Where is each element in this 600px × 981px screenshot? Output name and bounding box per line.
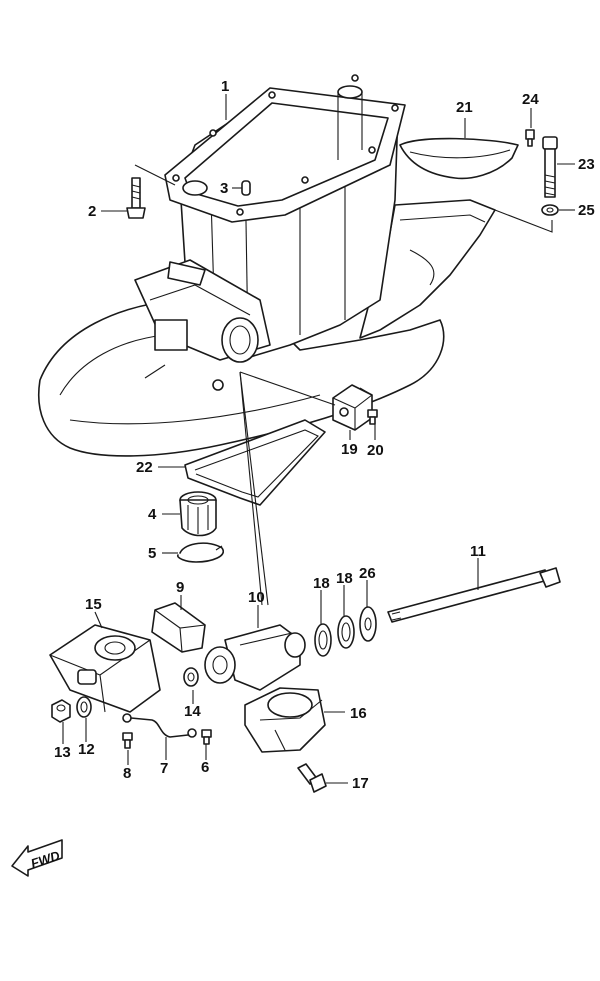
callout-11: 11	[470, 543, 486, 560]
callout-18-right: 18	[336, 570, 353, 587]
part-15-lower-bracket	[49, 624, 161, 713]
callout-17: 17	[352, 775, 369, 792]
part-4-rubber-mount	[179, 491, 217, 537]
fwd-arrow-icon: FWD	[11, 839, 63, 877]
part-9-rubber-pad	[151, 602, 206, 653]
part-16-rear-bracket	[244, 687, 326, 753]
callout-22: 22	[136, 459, 153, 476]
callout-8: 8	[123, 765, 131, 782]
callout-21: 21	[456, 99, 473, 116]
callout-3: 3	[220, 180, 228, 197]
part-18-washer-a	[314, 623, 332, 657]
callout-16: 16	[350, 705, 367, 722]
part-25-washer	[541, 204, 559, 216]
callout-25: 25	[578, 202, 595, 219]
part-14-washer	[183, 667, 199, 687]
part-13-nut	[51, 699, 71, 723]
callout-23: 23	[578, 156, 595, 173]
part-3-dowel-pin	[241, 180, 251, 196]
callout-numbers: 1 2 3 4 5 6 7 8 9 10 11 12 13 14 15 16 1…	[54, 78, 595, 792]
callout-7: 7	[160, 760, 168, 777]
part-12-washer	[76, 696, 92, 718]
part-23-bolt	[542, 136, 558, 198]
driveshaft-housing	[38, 74, 496, 457]
callout-leaders	[62, 94, 575, 784]
callout-6: 6	[201, 759, 209, 776]
callout-5: 5	[148, 545, 156, 562]
callout-18-left: 18	[313, 575, 330, 592]
callout-15: 15	[85, 596, 102, 613]
part-2-bolt	[126, 177, 146, 219]
part-18-washer-b	[337, 615, 355, 649]
callout-19: 19	[341, 441, 358, 458]
part-10-cylinder-mount	[204, 624, 306, 691]
part-11-through-bolt	[387, 567, 561, 623]
part-6-screw	[201, 729, 212, 745]
assembly-guide-lines	[134, 164, 553, 606]
part-22-seal	[184, 419, 326, 506]
part-8-screw	[122, 732, 133, 749]
callout-1: 1	[221, 78, 229, 95]
callout-12: 12	[78, 741, 95, 758]
callout-24: 24	[522, 91, 539, 108]
part-20-screw	[367, 409, 378, 425]
part-17-bolt	[297, 763, 327, 793]
callout-20: 20	[367, 442, 384, 459]
part-24-bolt	[525, 129, 535, 147]
part-26-washer	[359, 606, 377, 642]
callout-14: 14	[184, 703, 201, 720]
callout-10: 10	[248, 589, 265, 606]
part-5-circlip	[176, 542, 225, 563]
callout-13: 13	[54, 744, 71, 761]
part-7-ground-wire	[122, 713, 197, 738]
callout-26: 26	[359, 565, 376, 582]
callout-2: 2	[88, 203, 96, 220]
callout-9: 9	[176, 579, 184, 596]
callout-4: 4	[148, 506, 157, 523]
part-21-rubber-mount-cover	[399, 137, 519, 180]
